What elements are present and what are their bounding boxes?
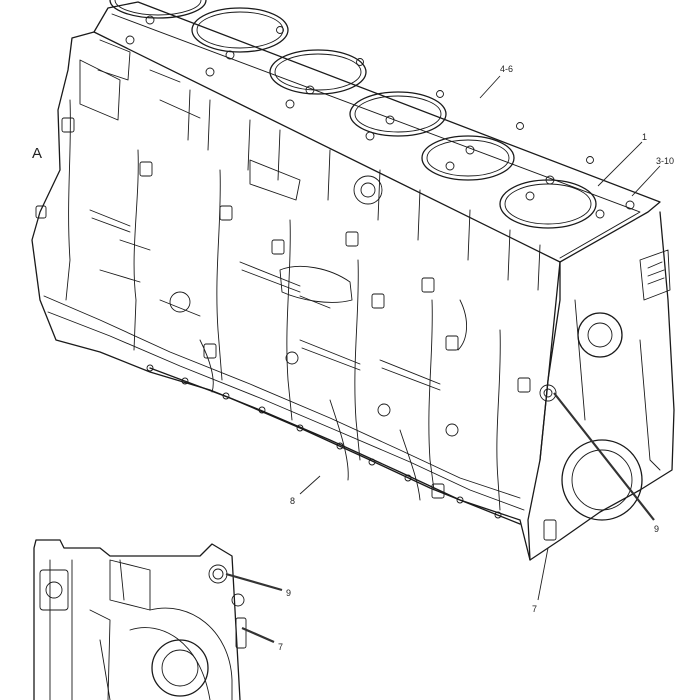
label-part-9-main: 9 [654,524,659,534]
leader-3-10 [631,165,661,197]
cylinder-bore-3 [269,49,367,95]
cylinder-liners [109,0,597,229]
inset-view-a [33,539,247,700]
deck-bolt-holes [125,15,635,219]
label-view-a: A [32,145,42,162]
oil-pan-rail [149,367,521,525]
leader-lines [225,75,661,644]
pan-rail-bolts [146,364,502,519]
label-part-8: 8 [290,496,295,506]
label-part-9-inset: 9 [286,588,291,598]
front-end-features [539,249,671,521]
block-webs [65,99,501,511]
engine-block [31,0,675,561]
inset-outline [33,539,241,700]
callout-labels: A 4-6 1 3-10 8 9 7 9 7 [32,64,674,652]
leader-8 [299,475,321,495]
label-part-1: 1 [642,132,647,142]
leader-1 [597,141,643,187]
label-part-7-inset: 7 [278,642,283,652]
label-part-7-main: 7 [532,604,537,614]
block-top-deck [93,1,661,263]
leader-4-6 [479,75,501,99]
block-left-side [31,31,531,561]
block-details [79,39,541,501]
cylinder-bore-4 [349,91,447,137]
leader-7-main [537,547,549,601]
leader-7-inset [241,626,275,644]
block-ribs [89,209,441,391]
cylinder-bore-1 [109,0,207,19]
fittings [35,117,557,541]
leader-9-main [553,392,655,521]
label-liners: 4-6 [500,64,513,74]
cylinder-bore-2 [191,7,289,53]
cylinder-bore-5 [421,135,515,181]
cylinder-bore-6 [499,179,597,229]
leader-9-inset [225,572,283,592]
label-part-3-10: 3-10 [656,156,674,166]
block-right-end [527,211,675,561]
